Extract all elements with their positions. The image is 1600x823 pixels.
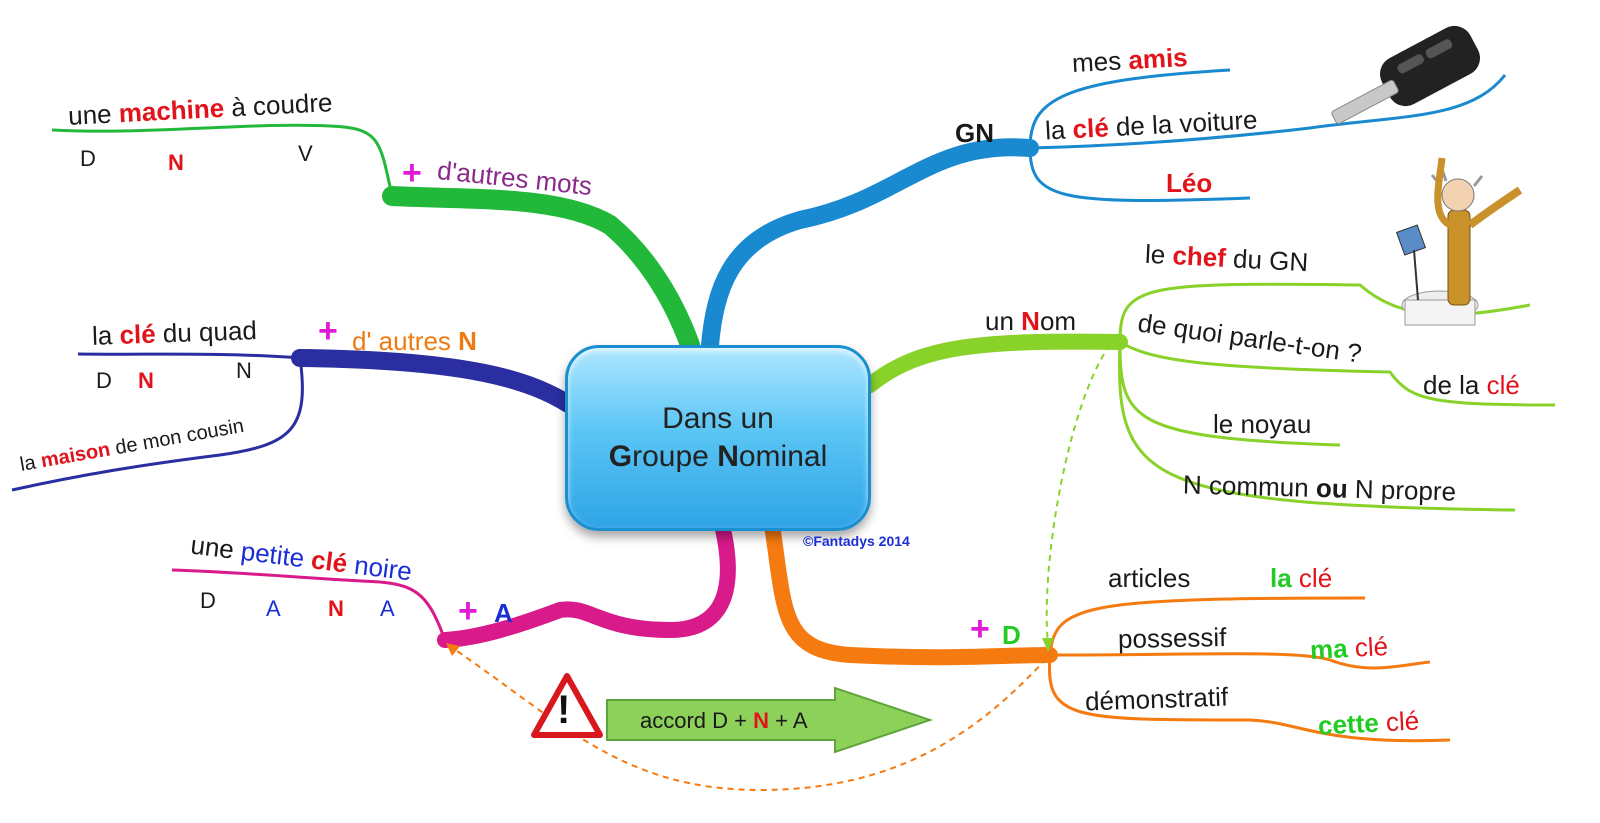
copyright-text: ©Fantadys 2014 [803,533,910,549]
navy-branch [291,349,579,414]
navy-subline-1 [77,352,301,360]
blue-branch [701,138,1039,354]
orange-subline-1 [1048,596,1366,656]
orange-plus: + [970,610,990,648]
lime-item-commun: N commun ou N propre [1182,469,1457,507]
navy-tag-n2: N [236,358,252,383]
orange-item-possessif-example: ma clé [1309,630,1389,666]
magenta-tag-a2: A [380,596,395,621]
central-node-line2: Groupe Nominal [608,440,828,473]
orange-item-articles-example: la clé [1270,563,1333,593]
green-tag-v: V [298,141,313,166]
orange-item-possessif: possessif [1117,622,1227,654]
navy-tag-n1: N [138,368,154,393]
conductor-icon [1395,157,1523,326]
agreement-label: accord D + N + A [640,708,808,733]
car-key-icon [1331,25,1481,125]
blue-item-3: Léo [1166,168,1213,198]
magenta-label: A [494,598,513,628]
green-subline [51,123,394,197]
magenta-plus: + [458,592,478,630]
green-tag-n: N [168,150,184,175]
blue-item-1: mes amis [1071,41,1189,79]
magenta-subline [171,568,447,641]
navy-tag-d: D [96,368,112,393]
navy-label: d' autres N [352,326,477,356]
orange-branch [764,517,1058,666]
magenta-tag-d: D [200,588,216,613]
orange-subline-3 [1047,654,1451,743]
magenta-tag-a1: A [266,596,281,621]
blue-subline-2 [1029,74,1507,150]
lime-item-noyau: le noyau [1213,409,1312,439]
dashed-lime-to-orange [1045,344,1111,646]
blue-subline-3 [1028,147,1251,202]
orange-item-articles: articles [1108,563,1191,593]
green-tag-d: D [80,146,96,171]
warning-mark: ! [557,688,571,732]
navy-subline-2 [11,357,304,492]
orange-item-demonstratif: démonstratif [1084,681,1229,717]
magenta-tag-n: N [328,596,344,621]
warning-icon [531,673,603,738]
orange-item-demonstratif-example: cette clé [1317,705,1420,741]
blue-label: GN [955,118,994,148]
blue-subline-1 [1028,68,1231,149]
orange-label: D [1002,620,1021,650]
central-node-line1: Dans un [662,402,774,435]
navy-phrase-1: la clé du quad [91,315,258,351]
dashed-agreement-curve [447,644,1046,792]
lime-item-quoi-answer: de la clé [1423,370,1520,400]
green-plus: + [402,154,422,192]
central-node: Dans un Groupe Nominal [565,345,871,531]
lime-subline-2 [1119,340,1556,407]
magenta-branch [437,517,736,648]
lime-label: un Nom [985,306,1077,336]
agreement-arrow [606,686,934,754]
navy-plus: + [318,312,338,350]
green-branch [382,186,700,355]
lime-subline-4 [1118,341,1516,512]
lime-branch [862,333,1128,393]
orange-subline-2 [1049,652,1431,670]
